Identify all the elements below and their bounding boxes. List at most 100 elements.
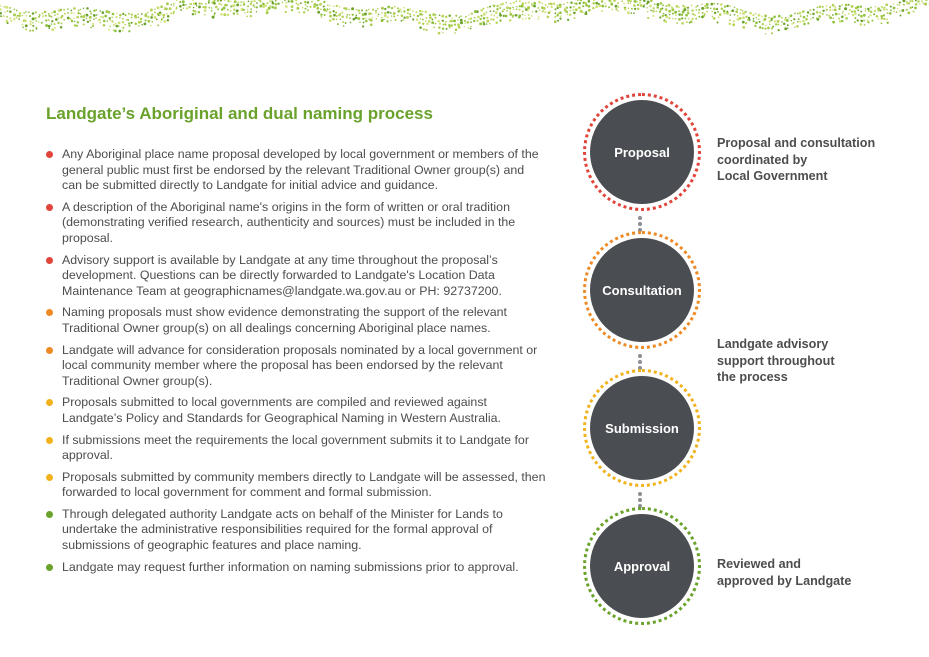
band-dot [450, 19, 453, 23]
band-dot [213, 1, 216, 5]
band-dot [0, 4, 2, 7]
band-dot [533, 1, 537, 5]
band-dot [195, 5, 198, 7]
band-dot [392, 12, 396, 15]
band-dot [377, 13, 380, 16]
band-dot [791, 22, 794, 25]
band-dot [198, 5, 201, 9]
band-dot [499, 6, 502, 10]
band-dot [34, 17, 37, 20]
band-dot [521, 13, 524, 16]
band-dot [375, 9, 377, 12]
band-dot [514, 13, 518, 17]
band-dot [59, 8, 63, 12]
band-dot [386, 20, 389, 23]
band-dot [796, 25, 799, 28]
band-dot [355, 8, 358, 11]
band-dot [829, 16, 832, 20]
bullet-text: If submissions meet the requirements the… [62, 432, 529, 463]
band-dot [348, 8, 350, 11]
band-dot [828, 14, 831, 17]
band-dot [549, 10, 552, 12]
band-dot [418, 9, 422, 13]
band-dot [730, 10, 732, 13]
band-dot [85, 13, 89, 17]
band-dot [301, 6, 304, 9]
band-dot [160, 18, 163, 21]
band-dot [716, 8, 719, 11]
band-dot [630, 12, 633, 14]
band-dot [642, 5, 645, 8]
band-dot [844, 14, 846, 16]
band-dot [271, 1, 275, 5]
band-dot [229, 9, 232, 12]
band-dot [140, 13, 143, 15]
band-dot [576, 0, 579, 1]
band-dot [141, 24, 143, 26]
band-dot [573, 2, 576, 5]
band-dot [57, 9, 61, 12]
band-dot [370, 12, 373, 15]
band-dot [434, 16, 437, 19]
band-dot [352, 17, 356, 21]
band-dot [799, 15, 802, 18]
band-dot [341, 15, 344, 19]
band-dot [130, 16, 133, 19]
band-dot [825, 8, 828, 11]
band-dot [584, 2, 587, 5]
band-dot [807, 22, 810, 25]
band-dot [144, 19, 147, 22]
band-dot [578, 2, 582, 5]
band-dot [412, 18, 415, 21]
band-dot [909, 0, 912, 2]
band-dot [180, 9, 183, 11]
band-dot [870, 6, 872, 9]
band-dot [214, 5, 218, 9]
band-dot [848, 8, 851, 12]
band-dot [914, 0, 917, 2]
bullet-text: Naming proposals must show evidence demo… [62, 305, 507, 335]
band-dot [317, 10, 321, 14]
band-dot [444, 15, 448, 19]
band-dot [719, 3, 723, 6]
band-dot [198, 2, 201, 5]
band-dot [86, 20, 90, 23]
step-label: Approval [613, 558, 671, 574]
band-dot [818, 5, 822, 8]
band-dot [162, 13, 166, 17]
band-dot [166, 15, 170, 18]
band-dot [886, 12, 889, 15]
band-dot [351, 7, 355, 11]
band-dot [400, 14, 404, 18]
band-dot [485, 11, 488, 14]
band-dot [98, 18, 101, 22]
band-dot [793, 21, 795, 24]
band-dot [670, 6, 674, 9]
band-dot [5, 5, 9, 9]
band-dot [2, 15, 5, 18]
band-dot [582, 5, 585, 8]
band-dot [822, 9, 825, 13]
band-dot [501, 10, 504, 13]
band-dot [218, 2, 221, 5]
band-dot [854, 17, 857, 20]
band-dot [233, 0, 237, 4]
band-dot [547, 11, 551, 15]
band-dot [659, 2, 663, 5]
band-dot [859, 5, 863, 8]
band-dot [232, 12, 236, 15]
bullet-text: Through delegated authority Landgate act… [62, 506, 503, 553]
band-dot [48, 13, 50, 15]
list-item: Advisory support is available by Landgat… [46, 253, 546, 300]
band-dot [914, 6, 917, 10]
band-dot [525, 8, 528, 11]
band-dot [259, 4, 263, 8]
band-dot [400, 19, 403, 22]
band-dot [646, 0, 650, 4]
decorative-dot-band [0, 0, 929, 35]
list-item: If submissions meet the requirements the… [46, 433, 546, 464]
band-dot [877, 18, 880, 20]
band-dot [244, 11, 246, 14]
band-dot [578, 6, 581, 10]
band-dot [188, 6, 191, 9]
